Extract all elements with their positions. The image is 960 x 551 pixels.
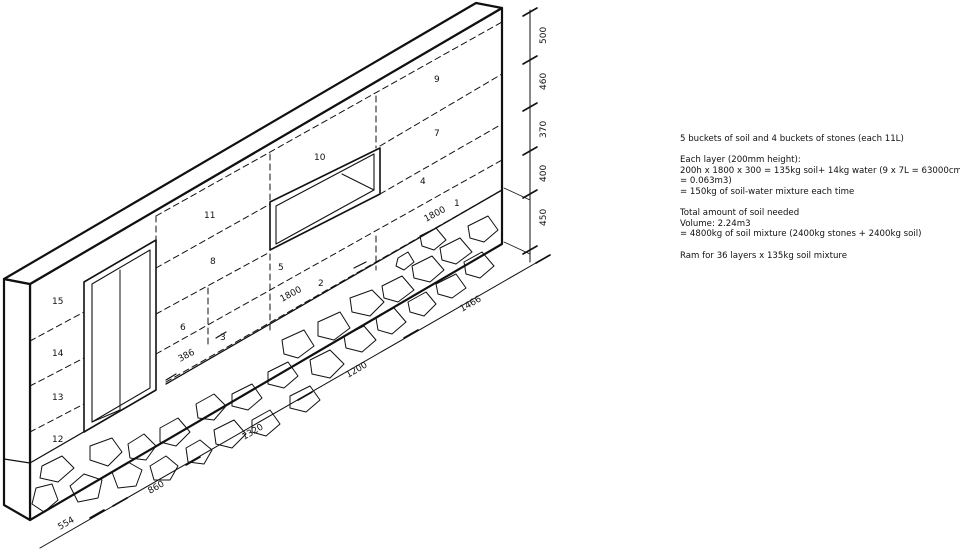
wall-base-line [3, 458, 31, 464]
layer-label-8: 8 [210, 257, 216, 267]
layer-label-12: 12 [52, 435, 63, 445]
layer-label-7: 7 [434, 129, 440, 139]
note-layer-heading: Each layer (200mm height): [680, 155, 801, 166]
layer-label-10: 10 [314, 153, 326, 163]
note-layer-calc: 200h x 1800 x 300 = 135kg soil+ 14kg wat… [680, 165, 960, 176]
note-buckets: 5 buckets of soil and 4 buckets of stone… [680, 134, 904, 144]
panel-dimension-ticks [165, 261, 367, 381]
layer-label-6: 6 [180, 323, 186, 333]
dimension-500: 500 [539, 27, 549, 44]
dimension-400: 400 [539, 165, 549, 182]
height-dimension-chain [503, 7, 538, 263]
dimension-860: 860 [147, 479, 167, 496]
layer-label-1: 1 [454, 199, 460, 209]
note-layer-mixture: = 150kg of soil-water mixture each time [680, 186, 855, 197]
door-opening-inner [91, 249, 151, 423]
dimension-1466: 1466 [459, 294, 484, 314]
note-total-heading: Total amount of soil needed [680, 208, 800, 219]
note-total-mass: = 4800kg of soil mixture (2400kg stones … [680, 229, 922, 240]
layer-label-14: 14 [52, 349, 64, 359]
plinth-stones [31, 215, 499, 513]
window-sill-line [341, 173, 375, 191]
dimension-554: 554 [57, 515, 77, 532]
note-total-volume: Volume: 2.24m3 [680, 218, 751, 229]
note-layer-volume: = 0.063m3) [680, 176, 732, 187]
layer-label-15: 15 [52, 297, 63, 307]
layer-label-4: 4 [420, 177, 426, 187]
layer-label-13: 13 [52, 393, 63, 403]
layer-label-9: 9 [434, 75, 440, 85]
wall-top-face [2, 1, 504, 286]
dimension-460: 460 [539, 73, 549, 90]
material-notes: 5 buckets of soil and 4 buckets of stone… [680, 134, 960, 261]
layer-number-labels: 1 2 3 4 5 6 7 8 9 10 11 12 13 14 15 [52, 75, 460, 445]
layer-label-11: 11 [204, 211, 215, 221]
layer-label-3: 3 [220, 333, 226, 343]
layer-label-5: 5 [278, 263, 284, 273]
door-reveal-line [91, 409, 121, 423]
wall-front-face [28, 6, 504, 522]
dimension-450: 450 [539, 209, 549, 226]
note-ram-layers: Ram for 36 layers x 135kg soil mixture [680, 250, 848, 261]
base-dimension-chain [39, 254, 551, 549]
dimension-370: 370 [539, 121, 549, 138]
layer-joint-lines [29, 21, 503, 433]
dimension-1200: 1200 [345, 360, 370, 380]
wall-end-face [2, 277, 32, 522]
layer-label-2: 2 [318, 279, 324, 289]
